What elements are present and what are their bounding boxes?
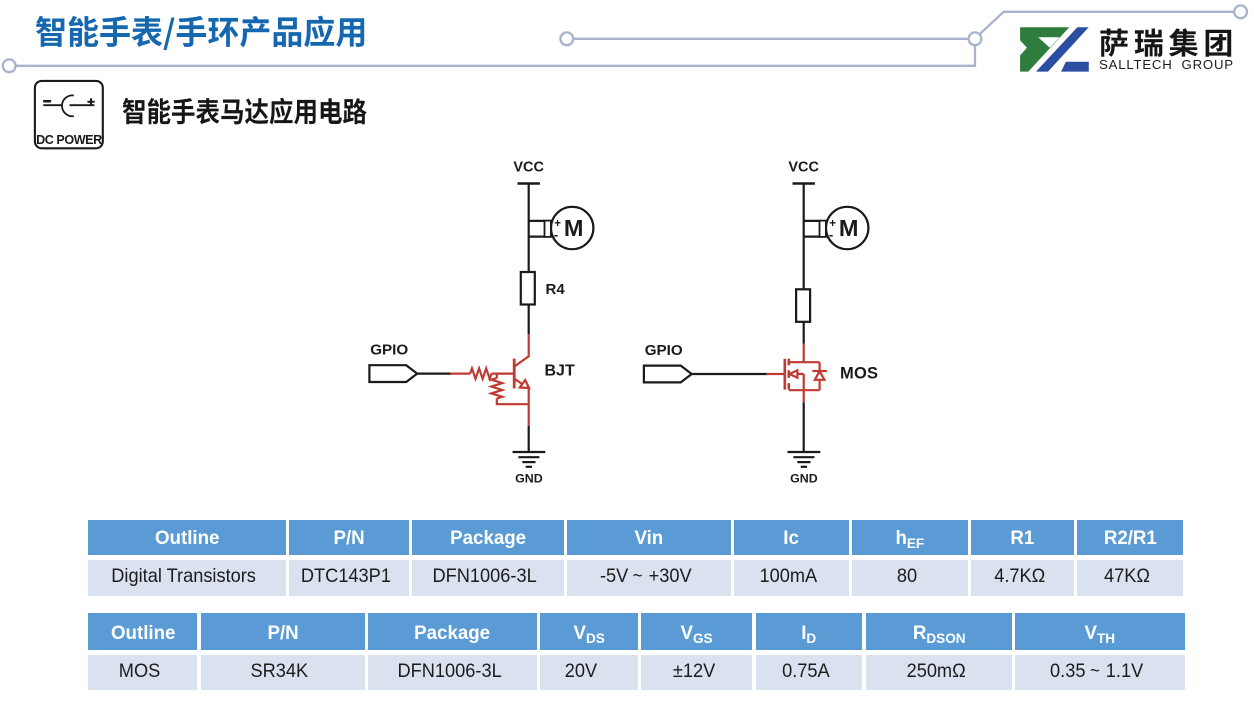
svg-text:GND: GND — [515, 472, 543, 486]
svg-text:VCC: VCC — [513, 159, 544, 175]
svg-text:-: - — [829, 227, 833, 242]
svg-text:DC POWER: DC POWER — [36, 133, 102, 147]
svg-text:M: M — [564, 215, 584, 241]
svg-text:+: + — [554, 218, 561, 230]
svg-text:GPIO: GPIO — [645, 342, 683, 359]
svg-text:MOS: MOS — [840, 364, 878, 382]
svg-text:SALLTECH GROUP: SALLTECH GROUP — [1099, 57, 1234, 72]
svg-text:GPIO: GPIO — [370, 342, 408, 359]
svg-text:R4: R4 — [546, 281, 566, 298]
svg-text:VCC: VCC — [788, 159, 819, 175]
svg-text:+: + — [829, 218, 836, 230]
svg-text:-: - — [554, 227, 558, 242]
svg-text:M: M — [839, 215, 859, 241]
svg-text:GND: GND — [790, 472, 818, 486]
svg-text:BJT: BJT — [545, 362, 575, 379]
